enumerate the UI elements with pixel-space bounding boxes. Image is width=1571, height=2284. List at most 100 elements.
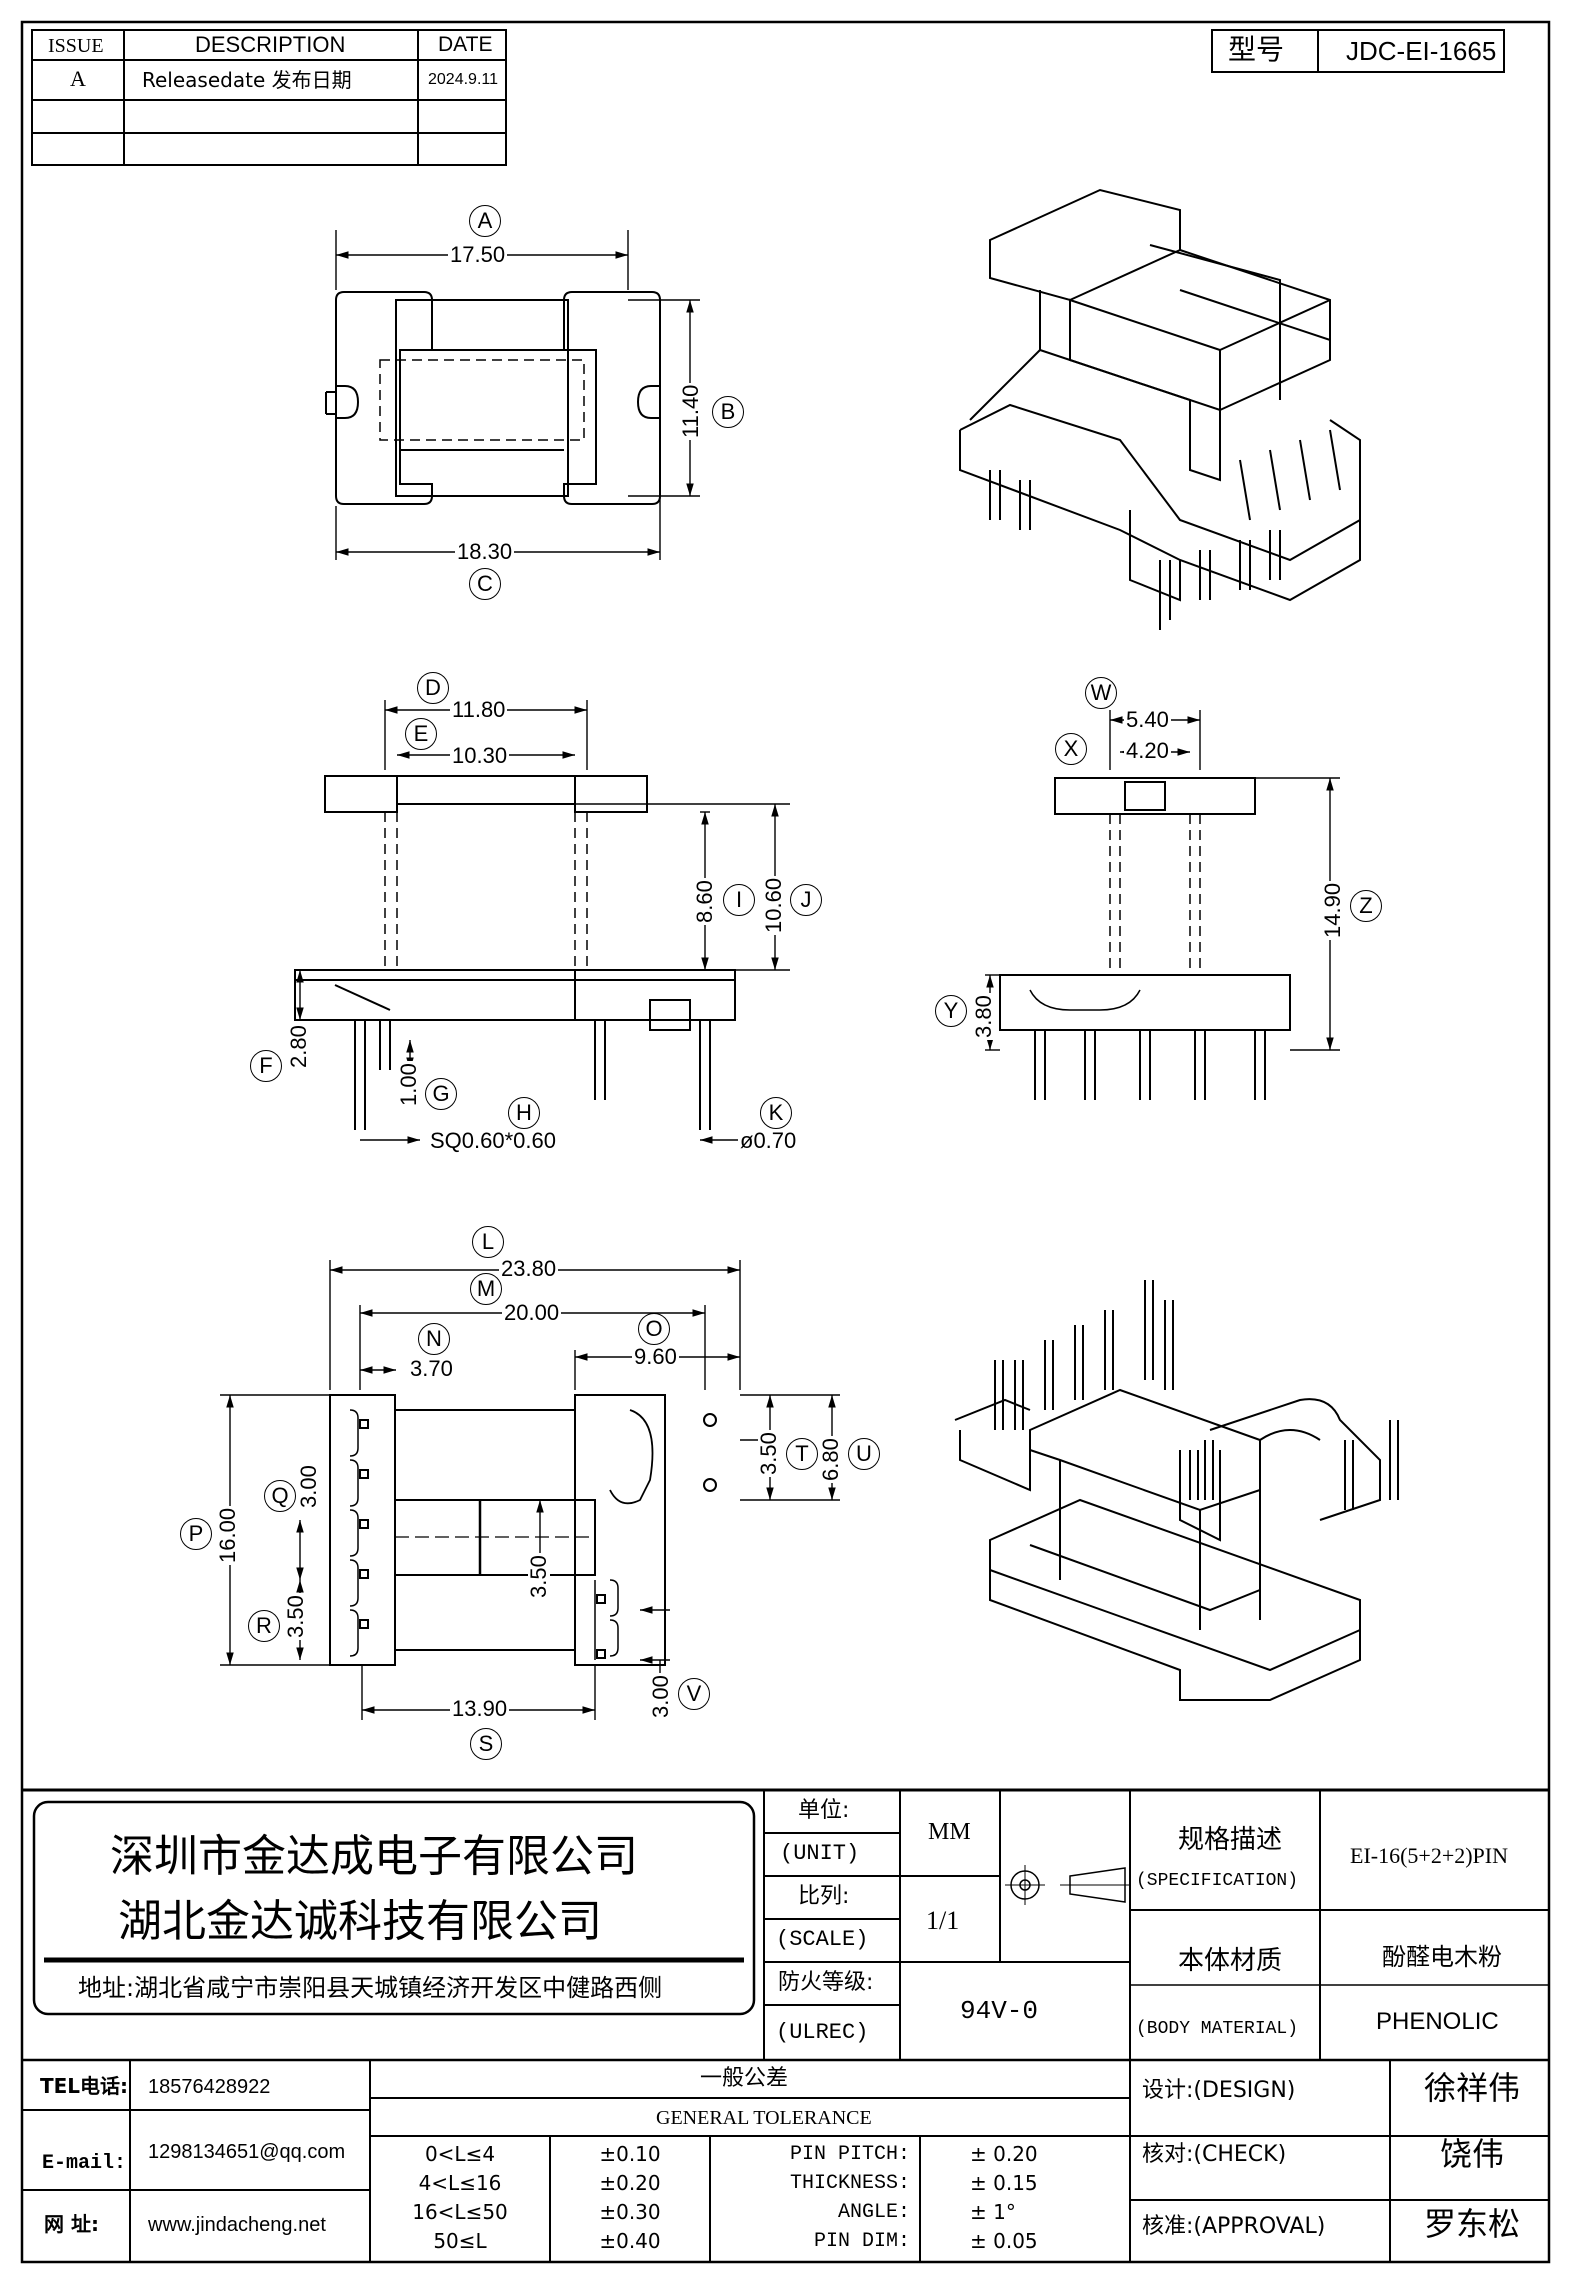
- dim-letter-m: M: [470, 1273, 502, 1305]
- ulrec-label-en: (ULREC): [776, 2020, 869, 2045]
- dim-letter-p: P: [180, 1518, 212, 1550]
- check-value: 饶伟: [1440, 2135, 1505, 2173]
- rev-header-description: DESCRIPTION: [195, 32, 346, 57]
- dim-letter-b: B: [712, 396, 744, 428]
- dim-letter-a: A: [469, 205, 501, 237]
- company-name-2: 湖北金达诚科技有限公司: [118, 1896, 602, 1947]
- iso-view-lower: [954, 1280, 1399, 1701]
- dim-value-d: 11.80: [450, 697, 508, 722]
- material-label-en: (BODY MATERIAL): [1136, 2019, 1299, 2039]
- tol-range: 16<L≤50: [412, 2200, 508, 2224]
- top-view-dims: [335, 230, 700, 560]
- tel-value[interactable]: 18576428922: [148, 2076, 271, 2098]
- approval-value: 罗东松: [1424, 2205, 1521, 2243]
- scale-label-en: (SCALE): [776, 1927, 869, 1952]
- dim-value-e: 10.30: [450, 743, 510, 768]
- web-value[interactable]: www.jindacheng.net: [148, 2214, 326, 2236]
- dim-value-w: 5.40: [1124, 707, 1171, 732]
- design-label: 设计:(DESIGN): [1142, 2078, 1296, 2103]
- spec-label-cn: 规格描述: [1178, 1825, 1283, 1855]
- dim-value-h: SQ0.60*0.60: [428, 1128, 558, 1153]
- tol-item: ANGLE:: [837, 2201, 910, 2224]
- dim-value-u: 6.80: [818, 1436, 843, 1483]
- dim-value-n: 3.70: [408, 1356, 455, 1381]
- dim-letter-t: T: [786, 1438, 818, 1470]
- rev-row-date: 2024.9.11: [428, 71, 498, 88]
- email-value[interactable]: 1298134651@qq.com: [148, 2141, 346, 2163]
- tol-value: ±0.10: [599, 2142, 661, 2166]
- dim-value-g: 1.00: [396, 1061, 421, 1108]
- tol-value: ±0.40: [599, 2229, 661, 2253]
- rev-row-issue: A: [70, 66, 86, 91]
- dim-value-b: 11.40: [678, 382, 703, 440]
- dim-value-r: 3.50: [283, 1593, 308, 1640]
- tol-value: ±0.20: [599, 2171, 661, 2195]
- dim-letter-v: V: [678, 1678, 710, 1710]
- iso-view-upper: [959, 188, 1361, 630]
- model-label: 型号: [1228, 33, 1285, 66]
- tol-range: 0<L≤4: [424, 2142, 496, 2166]
- dim-letter-j: J: [790, 884, 822, 916]
- design-value: 徐祥伟: [1424, 2069, 1521, 2107]
- dim-value-center: 3.50: [526, 1553, 551, 1600]
- dim-value-m: 20.00: [502, 1300, 562, 1325]
- unit-label-en: (UNIT): [780, 1841, 860, 1866]
- tol-item: PIN PITCH:: [789, 2143, 910, 2166]
- tolerance-title-en: GENERAL TOLERANCE: [656, 2107, 872, 2129]
- dim-value-l: 23.80: [499, 1256, 559, 1281]
- material-value-cn: 酚醛电木粉: [1382, 1943, 1502, 1971]
- dim-value-j: 10.60: [761, 875, 786, 935]
- scale-value: 1/1: [926, 1906, 960, 1935]
- dim-letter-u: U: [848, 1438, 880, 1470]
- spec-label-en: (SPECIFICATION): [1136, 1871, 1299, 1891]
- dim-letter-w: W: [1085, 677, 1117, 709]
- dim-letter-r: R: [248, 1610, 280, 1642]
- dim-letter-c: C: [469, 568, 501, 600]
- scale-label-cn: 比列:: [798, 1884, 850, 1909]
- dim-letter-n: N: [418, 1323, 450, 1355]
- dim-value-x: 4.20: [1124, 738, 1171, 763]
- dim-value-y: 3.80: [971, 993, 996, 1040]
- front-view: [294, 775, 736, 1130]
- dim-value-v: 3.00: [648, 1673, 673, 1720]
- dim-letter-f: F: [250, 1050, 282, 1082]
- dim-value-a: 17.50: [448, 242, 508, 267]
- dim-value-p: 16.00: [215, 1505, 240, 1565]
- tol-item-value: ± 0.05: [970, 2229, 1038, 2253]
- rev-header-issue: ISSUE: [48, 35, 104, 57]
- unit-value: MM: [928, 1819, 971, 1845]
- side-view: [999, 777, 1291, 1100]
- top-view: [325, 291, 661, 505]
- dim-value-i: 8.60: [692, 878, 717, 925]
- dim-letter-e: E: [405, 718, 437, 750]
- title-block-grid: [22, 1788, 1549, 2262]
- ulrec-label-cn: 防火等级:: [778, 1970, 874, 1995]
- rev-header-date: DATE: [438, 33, 493, 56]
- unit-label-cn: 单位:: [798, 1798, 850, 1823]
- revision-table-grid: [31, 29, 507, 166]
- tol-range: 50≤L: [433, 2229, 487, 2253]
- check-label: 核对:(CHECK): [1142, 2142, 1287, 2167]
- approval-label: 核准:(APPROVAL): [1142, 2214, 1326, 2239]
- dim-letter-g: G: [425, 1078, 457, 1110]
- dim-letter-o: O: [638, 1313, 670, 1345]
- rev-row-description: Releasedate 发布日期: [142, 68, 352, 92]
- company-address: 地址:湖北省咸宁市崇阳县天城镇经济开发区中健路西侧: [78, 1974, 663, 2002]
- dim-value-k: ø0.70: [738, 1128, 799, 1153]
- dim-letter-k: K: [760, 1097, 792, 1129]
- company-name-1: 深圳市金达成电子有限公司: [110, 1831, 638, 1882]
- dim-letter-z: Z: [1350, 890, 1382, 922]
- material-value-en: PHENOLIC: [1376, 2008, 1499, 2035]
- spec-value: EI-16(5+2+2)PIN: [1350, 1843, 1509, 1868]
- dim-letter-l: L: [472, 1226, 504, 1258]
- material-label-cn: 本体材质: [1178, 1946, 1283, 1976]
- tel-label: TEL电话:: [40, 2074, 129, 2098]
- dim-value-f: 2.80: [286, 1023, 311, 1070]
- model-box: [1211, 29, 1505, 73]
- tol-item: THICKNESS:: [789, 2172, 910, 2195]
- dim-value-t: 3.50: [756, 1430, 781, 1477]
- dim-letter-s: S: [470, 1728, 502, 1760]
- dim-value-c: 18.30: [455, 539, 515, 564]
- tol-range: 4<L≤16: [418, 2171, 502, 2195]
